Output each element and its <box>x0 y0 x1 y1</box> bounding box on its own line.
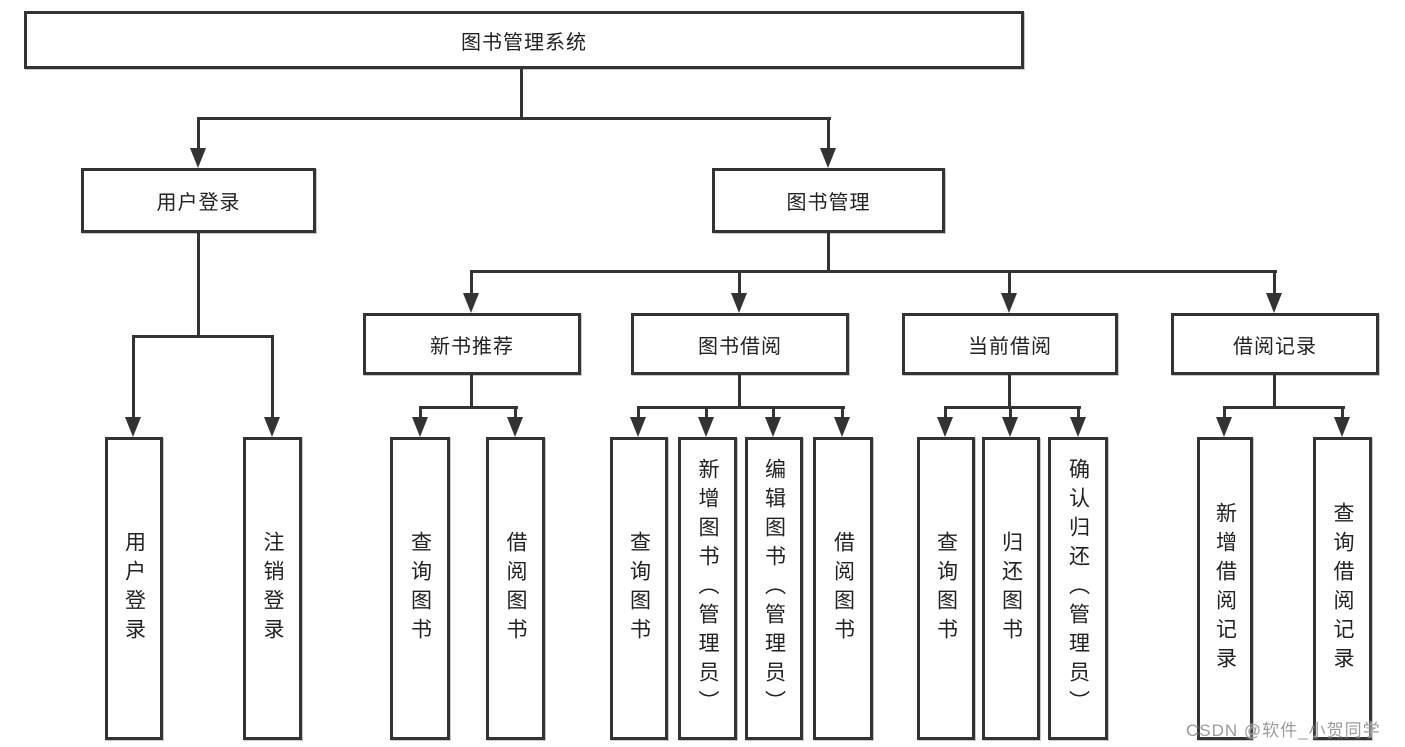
connector-line <box>1341 406 1344 419</box>
connector-line <box>470 270 1277 273</box>
connector-line <box>637 406 640 419</box>
node-current-borrowing: 当前借阅 <box>902 313 1118 375</box>
connector-line <box>132 335 274 338</box>
arrow-down-icon <box>507 417 523 437</box>
arrow-down-icon <box>463 293 479 313</box>
connector-line <box>1223 406 1345 409</box>
arrow-down-icon <box>731 293 747 313</box>
connector-line <box>1223 406 1226 419</box>
arrow-down-icon <box>1334 417 1350 437</box>
leaf-edit-book-admin: 编辑图书（管理员） <box>745 437 803 740</box>
leaf-add-book-admin: 新增图书（管理员） <box>678 437 737 740</box>
connector-line <box>738 270 741 295</box>
connector-line <box>705 406 708 419</box>
leaf-user-login: 用户登录 <box>105 437 163 740</box>
arrow-down-icon <box>765 417 781 437</box>
leaf-query-books-borrowing: 查询图书 <box>610 437 668 740</box>
connector-line <box>944 406 947 419</box>
connector-line <box>419 406 422 419</box>
connector-line <box>1009 406 1012 419</box>
arrow-down-icon <box>820 148 836 168</box>
arrow-down-icon <box>698 417 714 437</box>
leaf-add-borrow-record: 新增借阅记录 <box>1197 437 1253 740</box>
leaf-return-book: 归还图书 <box>982 437 1040 740</box>
csdn-watermark: CSDN @软件_小贺同学 <box>1186 721 1381 740</box>
connector-line <box>197 117 200 150</box>
connector-line <box>470 375 473 408</box>
arrow-down-icon <box>630 417 646 437</box>
arrow-down-icon <box>937 417 953 437</box>
arrow-down-icon <box>834 417 850 437</box>
leaf-query-books-recommend: 查询图书 <box>390 437 450 740</box>
node-book-management: 图书管理 <box>712 168 945 233</box>
connector-line <box>841 406 844 419</box>
leaf-confirm-return-admin: 确认归还（管理员） <box>1048 437 1108 740</box>
leaf-logout: 注销登录 <box>243 437 302 740</box>
node-user-login: 用户登录 <box>81 168 316 233</box>
leaf-query-books-current: 查询图书 <box>917 437 975 740</box>
arrow-down-icon <box>125 417 141 437</box>
arrow-down-icon <box>1266 293 1282 313</box>
node-borrowing-records: 借阅记录 <box>1171 313 1379 375</box>
arrow-down-icon <box>190 148 206 168</box>
connector-line <box>1077 406 1080 419</box>
connector-line <box>1273 270 1276 295</box>
connector-line <box>827 117 830 150</box>
connector-line <box>514 406 517 419</box>
connector-line <box>419 406 518 409</box>
connector-line <box>1008 270 1011 295</box>
leaf-borrow-books-recommend: 借阅图书 <box>486 437 545 740</box>
leaf-borrow-books-borrowing: 借阅图书 <box>813 437 873 740</box>
arrow-down-icon <box>412 417 428 437</box>
connector-line <box>470 270 473 295</box>
connector-line <box>738 375 741 408</box>
connector-line <box>944 406 1081 409</box>
connector-line <box>772 406 775 419</box>
connector-line <box>520 69 523 119</box>
arrow-down-icon <box>1001 293 1017 313</box>
connector-line <box>827 233 830 273</box>
connector-line <box>197 117 831 120</box>
node-book-borrowing: 图书借阅 <box>631 313 849 375</box>
arrow-down-icon <box>1070 417 1086 437</box>
node-library-management-system: 图书管理系统 <box>24 11 1024 69</box>
connector-line <box>197 233 200 337</box>
arrow-down-icon <box>1002 417 1018 437</box>
connector-line <box>132 335 135 419</box>
arrow-down-icon <box>264 417 280 437</box>
connector-line <box>637 406 845 409</box>
leaf-query-borrow-record: 查询借阅记录 <box>1313 437 1372 740</box>
connector-line <box>1273 375 1276 408</box>
node-new-book-recommendation: 新书推荐 <box>363 313 581 375</box>
connector-line <box>1008 375 1011 408</box>
connector-line <box>271 335 274 419</box>
arrow-down-icon <box>1216 417 1232 437</box>
